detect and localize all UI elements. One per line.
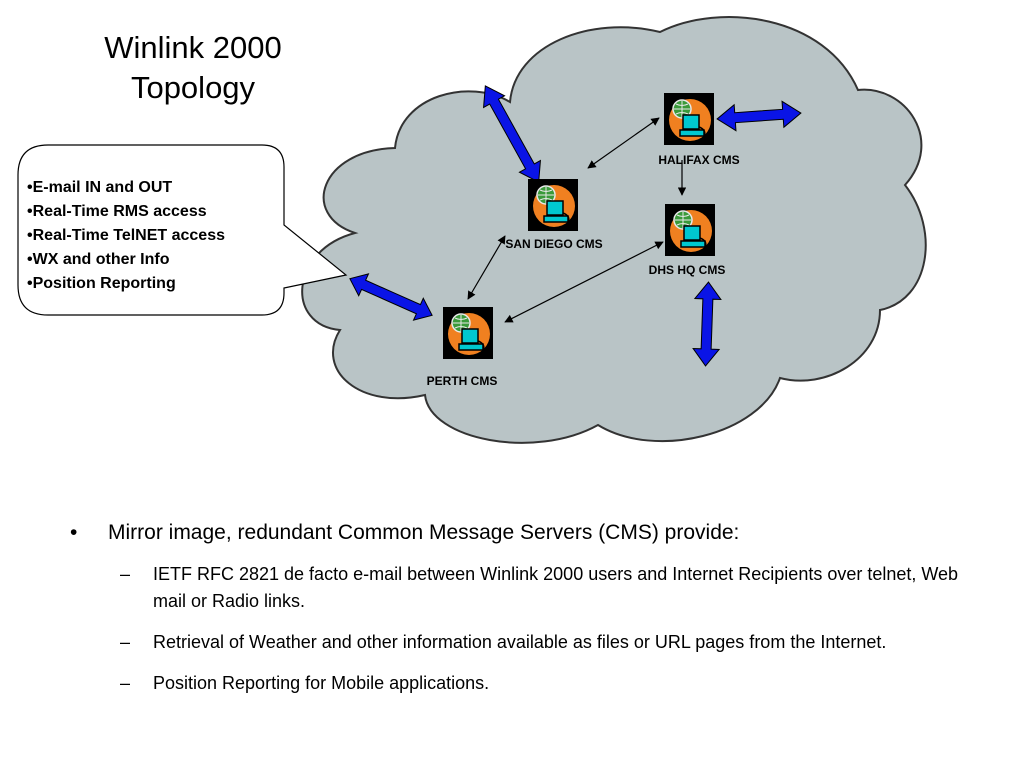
- link-perth-dhs: [504, 241, 664, 323]
- node-label-perth: PERTH CMS: [427, 374, 498, 388]
- node-perth[interactable]: PERTH CMS: [427, 306, 498, 388]
- sub-bullet-marker: –: [120, 673, 131, 693]
- title-line-1: Winlink 2000: [104, 30, 282, 65]
- title-line-2: Topology: [130, 70, 256, 105]
- callout-item: E-mail IN and OUT: [27, 176, 225, 200]
- node-label-halifax: HALIFAX CMS: [658, 153, 739, 167]
- sub-bullet-text: Position Reporting for Mobile applicatio…: [153, 673, 490, 693]
- sub-bullet: – Position Reporting for Mobile applicat…: [70, 670, 970, 697]
- callout-item: Position Reporting: [27, 272, 225, 296]
- main-bullet-text: Mirror image, redundant Common Message S…: [108, 521, 740, 544]
- sub-bullet-text: Retrieval of Weather and other informati…: [153, 632, 887, 652]
- network-cloud: [301, 16, 927, 444]
- callout-list: E-mail IN and OUT Real-Time RMS access R…: [27, 176, 225, 296]
- link-sandiego-halifax: [587, 117, 660, 169]
- node-halifax[interactable]: HALIFAX CMS: [658, 92, 740, 167]
- external-link-arrow-perth: [349, 273, 433, 321]
- computer-globe-icon: [664, 203, 716, 257]
- computer-globe-icon: [663, 92, 715, 146]
- link-sandiego-perth: [467, 235, 506, 300]
- sub-bullet-marker: –: [120, 632, 131, 652]
- sub-bullet: – Retrieval of Weather and other informa…: [70, 629, 970, 656]
- callout-item: Real-Time RMS access: [27, 200, 225, 224]
- external-link-arrow-sandiego: [482, 85, 542, 183]
- external-link-arrow-dhs: [692, 281, 722, 367]
- slide-title: Winlink 2000 Topology: [78, 28, 308, 108]
- node-label-san-diego: SAN DIEGO CMS: [505, 237, 602, 251]
- sub-bullet-marker: –: [120, 564, 131, 584]
- computer-globe-icon: [527, 178, 579, 232]
- callout-item: Real-Time TelNET access: [27, 224, 225, 248]
- computer-globe-icon: [442, 306, 494, 360]
- node-san-diego[interactable]: SAN DIEGO CMS: [505, 178, 603, 251]
- sub-bullet-text: IETF RFC 2821 de facto e-mail between Wi…: [153, 564, 959, 611]
- bullet-list: • Mirror image, redundant Common Message…: [70, 518, 970, 711]
- callout-item: WX and other Info: [27, 248, 225, 272]
- bullet-marker: •: [70, 521, 78, 544]
- sub-bullet: – IETF RFC 2821 de facto e-mail between …: [70, 561, 970, 615]
- external-link-arrow-halifax: [716, 100, 802, 132]
- main-bullet: • Mirror image, redundant Common Message…: [70, 518, 970, 547]
- node-label-dhs-hq: DHS HQ CMS: [649, 263, 726, 277]
- node-dhs-hq[interactable]: DHS HQ CMS: [649, 203, 726, 277]
